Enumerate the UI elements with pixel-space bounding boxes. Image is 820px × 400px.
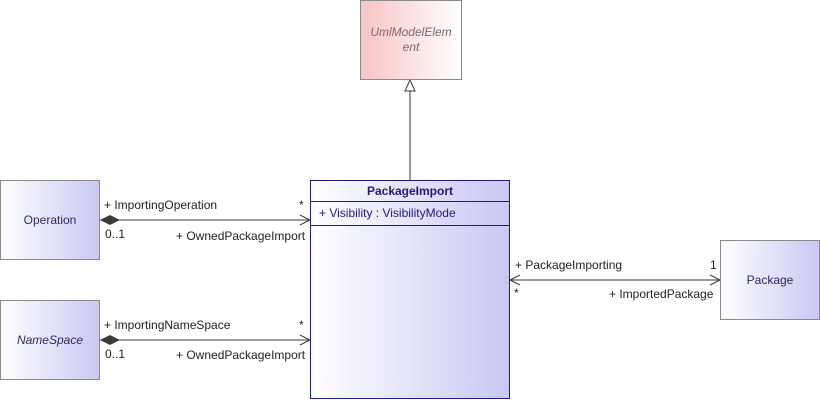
- class-package-import-attribute: + Visibility : VisibilityMode: [311, 202, 509, 226]
- namespace-role-end: + OwnedPackageImport: [176, 348, 306, 362]
- operation-composition-diamond: [100, 215, 120, 225]
- package-role-end: + ImportedPackage: [609, 287, 714, 301]
- class-uml-model-element-name: UmlModelElement: [370, 25, 452, 54]
- class-package-name: Package: [746, 273, 794, 287]
- package-multiplicity-end: 1: [710, 258, 717, 272]
- operation-multiplicity-start: 0..1: [105, 227, 126, 241]
- operation-role-end: + OwnedPackageImport: [176, 229, 306, 243]
- namespace-role-start: + ImportingNameSpace: [104, 318, 231, 332]
- generalization-arrowhead: [404, 78, 416, 92]
- package-role-start: + PackageImporting: [515, 258, 623, 272]
- namespace-multiplicity-start: 0..1: [105, 347, 126, 361]
- namespace-multiplicity-end: *: [299, 318, 304, 332]
- package-multiplicity-start: *: [514, 286, 519, 300]
- class-namespace[interactable]: NameSpace: [0, 300, 100, 380]
- class-package-import-name: PackageImport: [311, 181, 509, 202]
- operation-role-start: + ImportingOperation: [104, 198, 218, 212]
- class-namespace-name: NameSpace: [16, 333, 84, 347]
- package-navigation-arrow-left: [508, 274, 521, 286]
- namespace-composition-diamond: [100, 335, 120, 345]
- class-operation-name: Operation: [23, 213, 77, 227]
- operation-multiplicity-end: *: [299, 198, 304, 212]
- class-uml-model-element[interactable]: UmlModelElement: [360, 0, 462, 80]
- class-operation[interactable]: Operation: [0, 180, 100, 260]
- class-package[interactable]: Package: [720, 240, 820, 320]
- class-package-import[interactable]: PackageImport + Visibility : VisibilityM…: [310, 180, 510, 399]
